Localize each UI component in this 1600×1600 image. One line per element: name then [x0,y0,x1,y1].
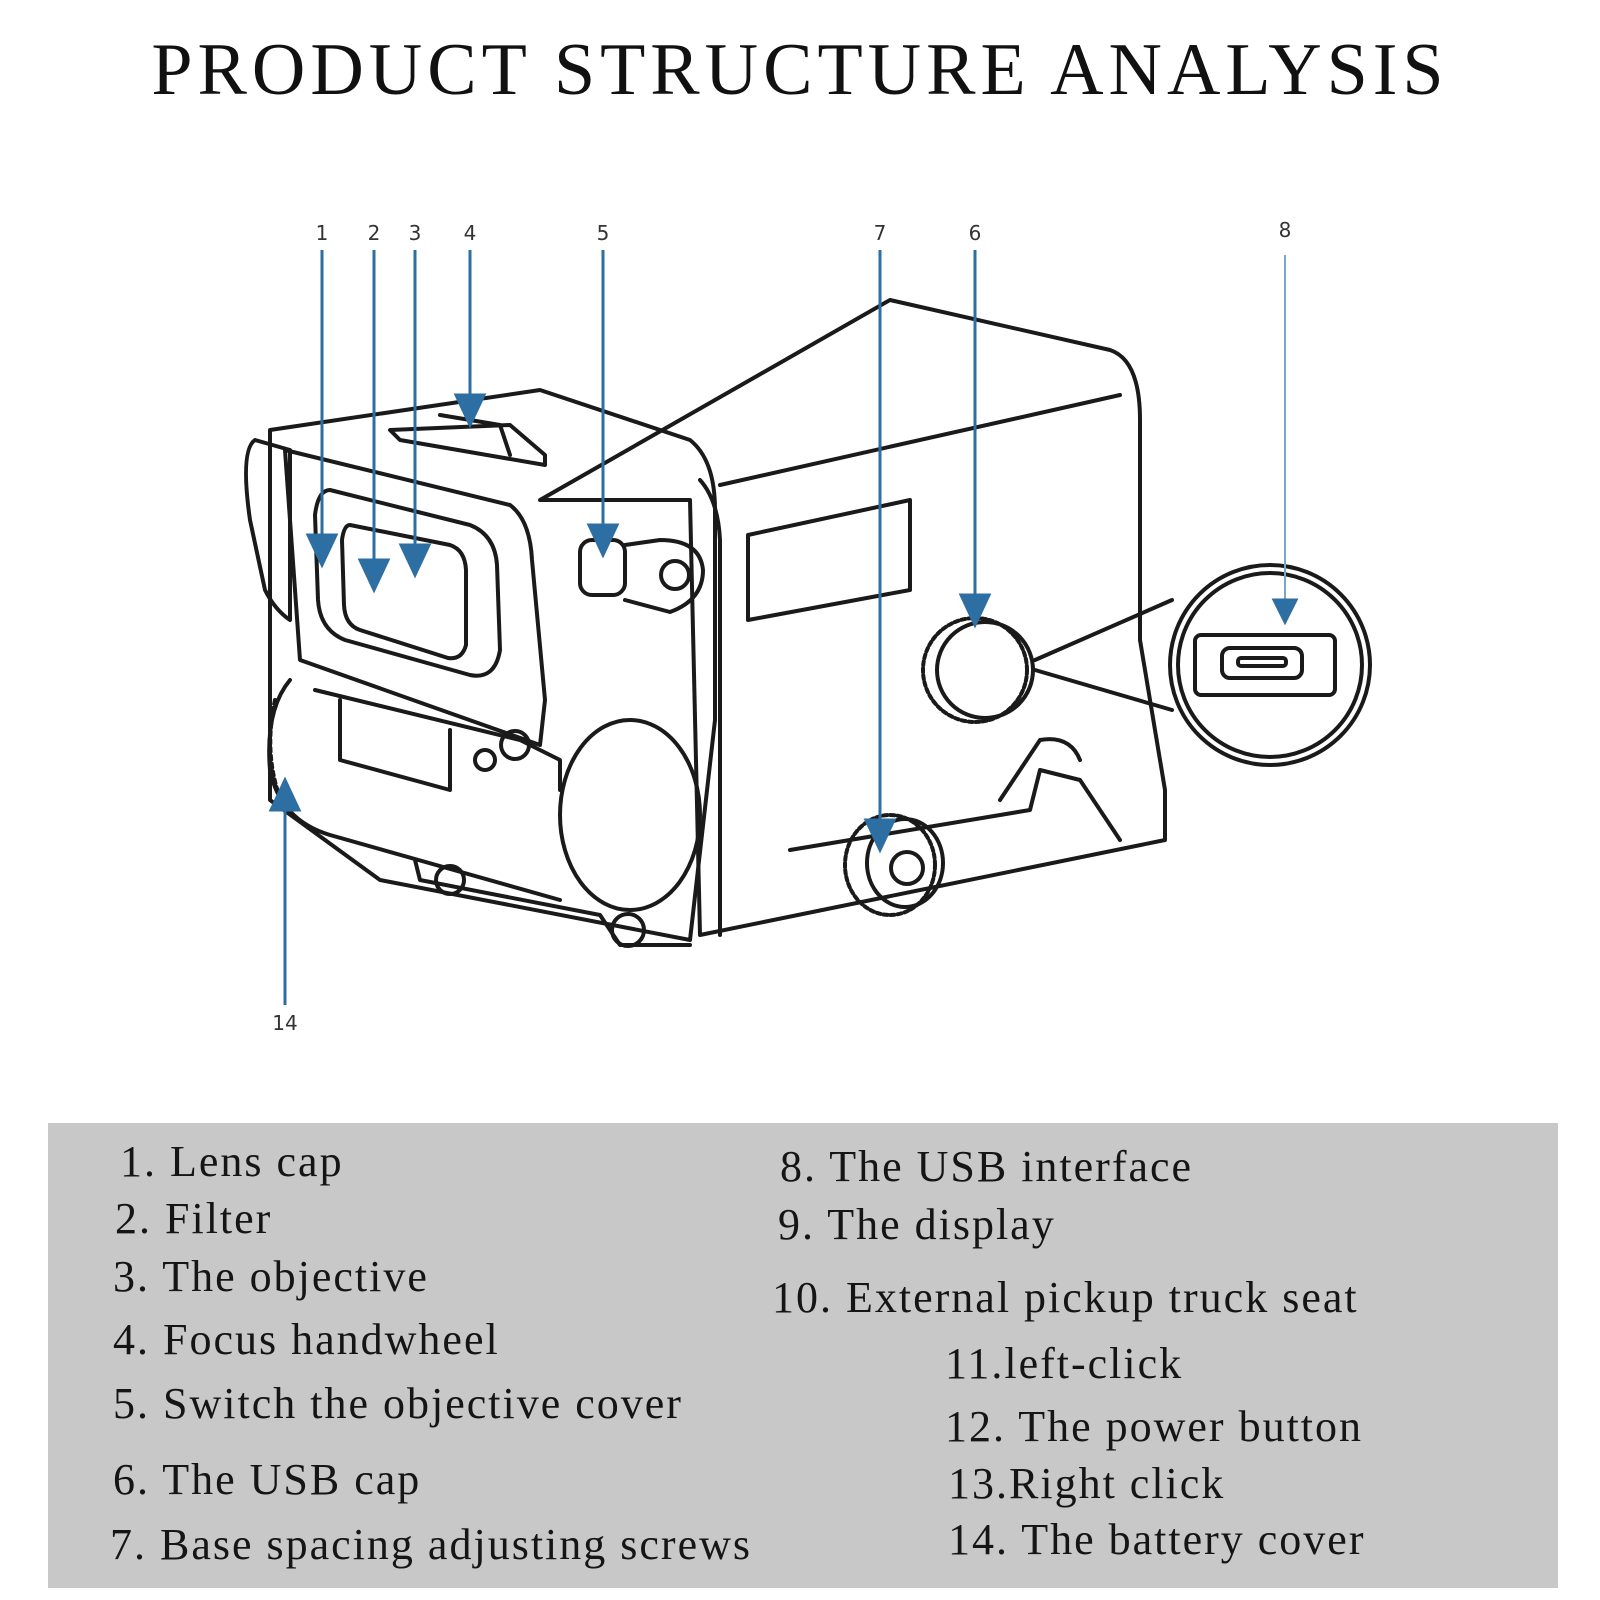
legend-item-9: 9. The display [778,1200,1056,1249]
arrowhead-4 [453,393,487,429]
legend-item-5: 5. Switch the objective cover [113,1379,683,1428]
main-body-outline [538,298,1167,937]
callout-number-6: 6 [969,221,982,245]
callout-number-3: 3 [409,221,422,245]
legend-item-4: 4. Focus handwheel [113,1315,500,1364]
lens-frame [283,448,547,747]
legend-item-6: 6. The USB cap [113,1455,422,1504]
focus-handwheel [388,423,547,467]
callout-arrows [268,250,1299,1005]
legend-item-2: 2. Filter [115,1194,273,1243]
legend-item-7: 7. Base spacing adjusting screws [110,1520,752,1569]
base-mount [413,858,692,947]
legend-item-12: 12. The power button [945,1402,1364,1451]
callout-number-5: 5 [597,221,610,245]
legend-item-11: 11.left-click [945,1339,1184,1388]
arrowhead-6 [958,593,992,629]
lens-inner-frame [313,488,502,678]
callout-number-2: 2 [368,221,381,245]
arrowhead-5 [586,523,620,559]
callout-numbers: 1 2 3 4 5 7 6 8 14 [272,218,1291,1035]
arrowhead-2 [357,558,391,594]
usb-port [1220,646,1304,680]
usb-port-housing [1193,633,1337,697]
front-round-cap [558,718,702,912]
legend-item-3: 3. The objective [113,1252,429,1301]
base-rail [788,768,1122,852]
front-housing [268,388,717,942]
legend-panel [48,1123,1558,1588]
arrowhead-14 [268,776,302,812]
callout-number-7: 7 [874,221,887,245]
objective-lens [340,523,468,661]
arrowhead-8 [1271,598,1299,626]
top-edge-line [718,393,1122,487]
device-drawing [244,298,1372,948]
callout-number-1: 1 [316,221,329,245]
device-diagram: 1 2 3 4 5 7 6 8 14 [244,218,1372,1035]
display-window [746,498,912,622]
arrowhead-3 [398,543,432,579]
legend-item-10: 10. External pickup truck seat [772,1273,1359,1322]
usb-zoom-circle [1168,563,1372,767]
battery-cover [267,678,562,902]
arrowhead-7 [863,818,897,854]
legend-item-1: 1. Lens cap [120,1137,344,1186]
base-spacing-screw [843,813,937,917]
callout-number-14: 14 [272,1011,297,1035]
legend-item-13: 13.Right click [948,1459,1226,1508]
lens-cap-flap [244,438,292,622]
legend-item-14: 14. The battery cover [948,1515,1366,1564]
callout-number-8: 8 [1279,218,1292,242]
switch-lever [623,538,705,614]
page-title: PRODUCT STRUCTURE ANALYSIS [151,29,1449,111]
arrowhead-1 [305,533,339,569]
callout-number-4: 4 [464,221,477,245]
legend-item-8: 8. The USB interface [780,1142,1194,1191]
